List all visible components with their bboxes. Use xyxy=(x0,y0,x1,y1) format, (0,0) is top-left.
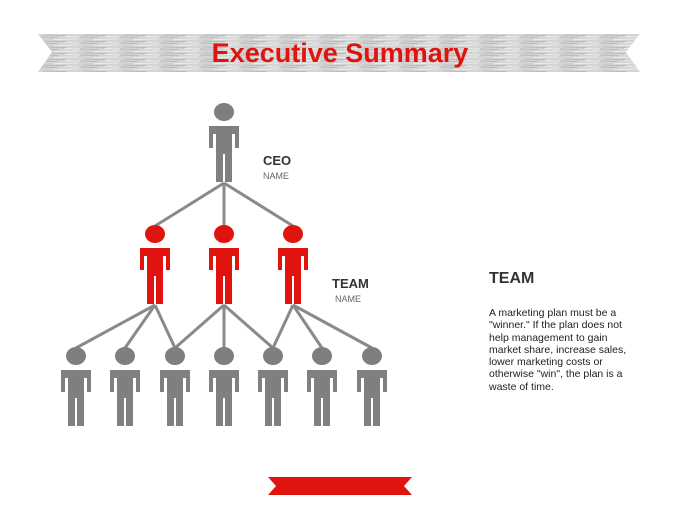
person-icon xyxy=(307,347,337,426)
connector-line xyxy=(75,303,156,350)
connector-line xyxy=(223,303,274,350)
person-icon xyxy=(258,347,288,426)
connector-line xyxy=(271,304,295,349)
banner-ribbon-shape xyxy=(38,34,640,72)
red-ribbon-shape xyxy=(268,477,412,495)
connector-line xyxy=(123,304,157,349)
connector-line xyxy=(174,303,225,350)
person-icon xyxy=(209,225,239,304)
ceo-title: CEO xyxy=(263,153,292,168)
connector-line xyxy=(223,181,294,228)
page-title: Executive Summary xyxy=(211,38,469,68)
person-icon xyxy=(160,347,190,426)
org-chart-people xyxy=(61,103,387,426)
person-icon xyxy=(209,347,239,426)
connector-line xyxy=(154,181,225,228)
person-icon xyxy=(278,225,308,304)
ceo-name: NAME xyxy=(263,171,290,181)
person-icon xyxy=(140,225,170,304)
team-name: NAME xyxy=(335,294,362,304)
team-title: TEAM xyxy=(332,276,369,291)
title-banner xyxy=(38,34,640,72)
person-icon xyxy=(209,103,239,182)
person-icon xyxy=(357,347,387,426)
connector-line xyxy=(291,304,324,349)
connector-line xyxy=(153,304,177,349)
description-body: A marketing plan must be a "winner." If … xyxy=(489,307,627,393)
description-heading: TEAM xyxy=(489,270,535,287)
connector-line xyxy=(292,303,373,350)
person-icon xyxy=(61,347,91,426)
person-icon xyxy=(110,347,140,426)
org-chart-connectors xyxy=(75,181,373,350)
